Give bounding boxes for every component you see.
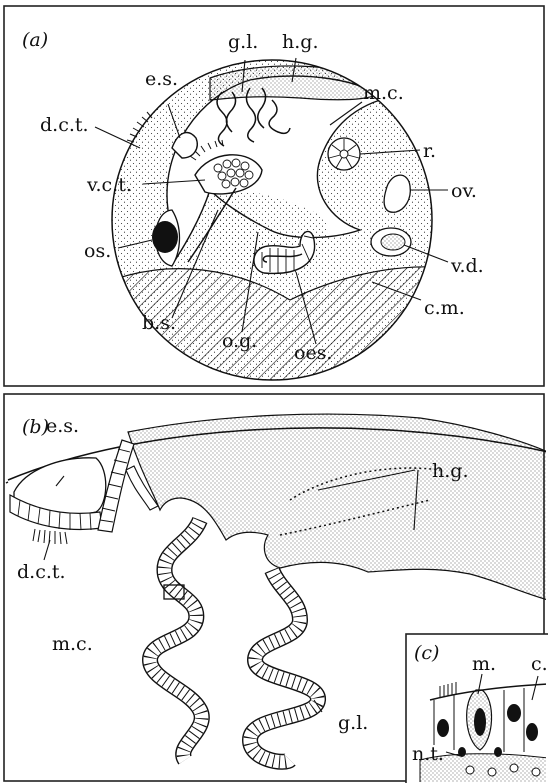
vas-deferens <box>371 228 411 256</box>
label-a-cm: c.m. <box>424 297 465 319</box>
label-a-mc: m.c. <box>363 82 404 104</box>
panel-a: (a) <box>4 6 544 400</box>
panel-a-label: (a) <box>22 29 48 51</box>
label-b-dct: d.c.t. <box>17 561 66 583</box>
label-b-hg: h.g. <box>432 460 468 482</box>
label-a-os: os. <box>84 240 111 262</box>
gland-lobe-b2 <box>250 570 318 762</box>
panel-c: (c) <box>406 634 548 783</box>
cross-section <box>100 60 450 400</box>
label-c-c: c. <box>531 653 548 675</box>
gland-lobe-b1 <box>150 520 202 760</box>
label-a-dct: d.c.t. <box>40 114 89 136</box>
label-a-oes: oes. <box>294 342 332 364</box>
label-b-es: e.s. <box>46 415 79 437</box>
label-a-hg: h.g. <box>282 31 318 53</box>
label-b-mc: m.c. <box>52 633 93 655</box>
label-a-ov: ov. <box>451 180 477 202</box>
panel-b-label: (b) <box>22 416 49 438</box>
label-c-m: m. <box>472 653 496 675</box>
label-a-bs: b.s. <box>142 312 176 334</box>
rosette <box>328 138 360 170</box>
label-a-vd: v.d. <box>450 255 484 277</box>
label-a-r: r. <box>423 140 436 162</box>
hindgut-b <box>128 414 548 600</box>
label-a-gl: g.l. <box>228 31 258 53</box>
label-b-gl: g.l. <box>338 712 368 734</box>
label-c-nt: n.t. <box>412 743 444 765</box>
label-a-vct: v.c.t. <box>86 174 132 196</box>
panel-c-label: (c) <box>414 642 439 664</box>
label-a-og: o.g. <box>222 330 257 352</box>
label-a-es: e.s. <box>145 68 178 90</box>
